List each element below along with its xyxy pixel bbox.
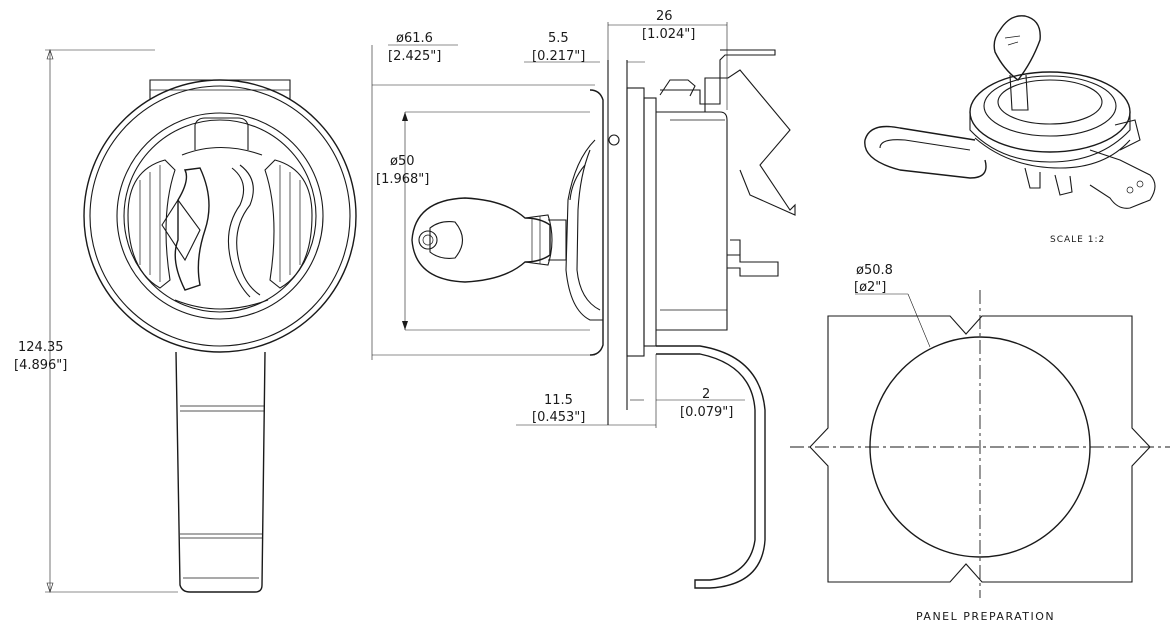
body-diameter-in-label: [1.968"] — [376, 172, 429, 187]
body-diameter-mm-label: ø50 — [390, 154, 415, 169]
cutout-diameter-mm-label: ø50.8 — [856, 263, 893, 278]
cutout-diameter-in-label: [ø2"] — [854, 280, 886, 295]
front-view: 124.35 [4.896"] — [14, 49, 357, 593]
key-icon — [411, 197, 567, 283]
side-view: ø61.6 [2.425"] ø50 [1.968"] 5.5 [0.217"]… — [371, 9, 796, 589]
flange-diameter-in-label: [2.425"] — [388, 49, 441, 64]
height-mm-label: 124.35 — [18, 340, 64, 355]
depth-in-label: [1.024"] — [642, 27, 695, 42]
flange-thickness-mm-label: 5.5 — [548, 31, 569, 46]
gap-mm-label: 2 — [702, 387, 710, 402]
latch-icon: SCALE 1:2 — [864, 15, 1156, 245]
flange-diameter-mm-label: ø61.6 — [396, 31, 433, 46]
panel-preparation: ø50.8 [ø2"] PANEL PREPARATION — [790, 263, 1170, 623]
scale-label: SCALE 1:2 — [1050, 235, 1105, 245]
gap-in-label: [0.079"] — [680, 405, 733, 420]
panel-range-in-label: [0.453"] — [532, 410, 585, 425]
panel-range-mm-label: 11.5 — [544, 393, 573, 408]
depth-mm-label: 26 — [656, 9, 673, 24]
height-in-label: [4.896"] — [14, 358, 67, 373]
panel-preparation-label: PANEL PREPARATION — [916, 610, 1055, 623]
flange-thickness-in-label: [0.217"] — [532, 49, 585, 64]
